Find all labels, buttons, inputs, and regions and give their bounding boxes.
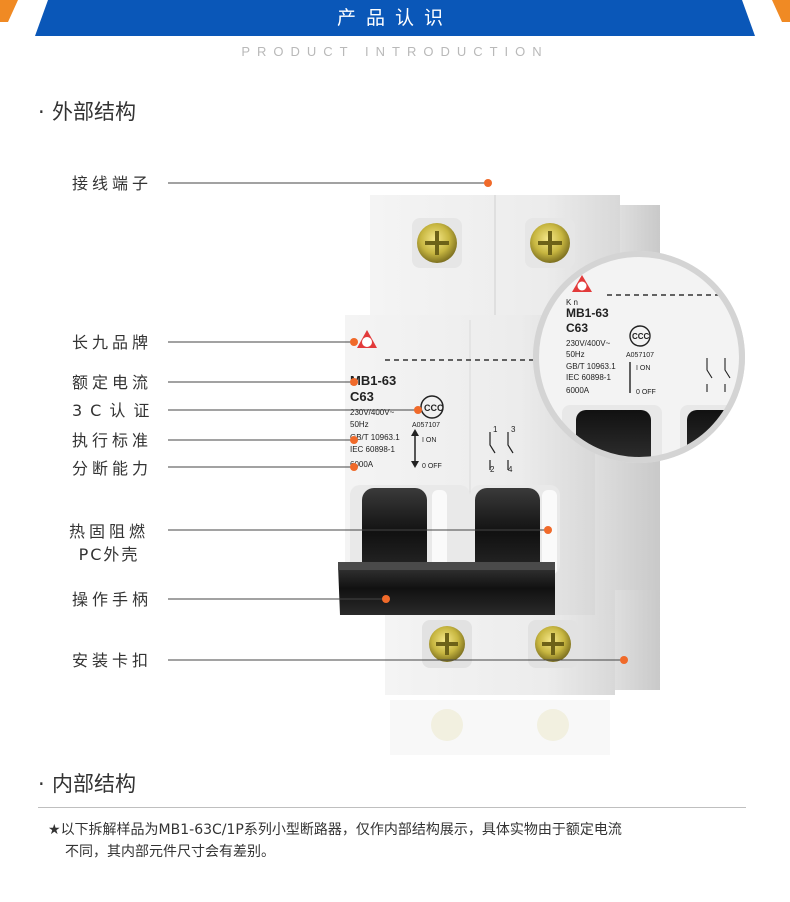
- svg-text:6000A: 6000A: [566, 386, 590, 395]
- svg-text:I ON: I ON: [422, 437, 436, 444]
- star-icon: ★: [48, 822, 61, 838]
- label-clip: 安装卡扣: [72, 651, 153, 670]
- svg-text:GB/T 10963.1: GB/T 10963.1: [350, 433, 400, 442]
- svg-text:4: 4: [508, 465, 513, 474]
- svg-text:IEC 60898-1: IEC 60898-1: [350, 445, 395, 454]
- svg-text:50Hz: 50Hz: [566, 350, 585, 359]
- svg-text:A057107: A057107: [626, 352, 654, 359]
- svg-text:6000A: 6000A: [350, 460, 374, 469]
- circuit-breaker-image: MB1-63 C63 CCC 230V/400V~ 50Hz A057107 G…: [338, 195, 660, 755]
- page-title: 产品认识: [336, 7, 453, 29]
- page-subtitle: PRODUCT INTRODUCTION: [241, 44, 549, 59]
- section-divider: [38, 807, 746, 808]
- svg-text:GB/T 10963.1: GB/T 10963.1: [566, 362, 616, 371]
- svg-text:0 OFF: 0 OFF: [636, 389, 656, 396]
- label-handle: 操作手柄: [72, 590, 153, 609]
- zoom-detail-circle: K n MB1-63 C63 CCC 230V/400V~ 50Hz A0571…: [533, 251, 745, 463]
- svg-text:1: 1: [493, 425, 498, 434]
- svg-text:CCC: CCC: [424, 403, 444, 413]
- svg-text:IEC 60898-1: IEC 60898-1: [566, 373, 611, 382]
- label-cert: 3C认证: [72, 401, 158, 420]
- svg-text:CCC: CCC: [632, 332, 650, 341]
- label-standard: 执行标准: [72, 431, 153, 450]
- svg-text:K n: K n: [566, 298, 578, 307]
- bottom-screw-right: [528, 620, 578, 668]
- top-screw-right: [525, 218, 575, 268]
- section-title-external: ·外部结构: [38, 100, 136, 124]
- disassembly-note: ★以下拆解样品为MB1-63C/1P系列小型断路器，仅作内部结构展示，具体实物由…: [48, 822, 622, 860]
- section-title-internal: ·内部结构: [38, 772, 136, 796]
- label-rated-current: 额定电流: [72, 373, 153, 392]
- header-banner: [0, 0, 790, 36]
- label-shell-1: 热固阻燃: [68, 522, 149, 541]
- svg-text:2: 2: [490, 465, 495, 474]
- top-screw-left: [412, 218, 462, 268]
- label-breaking: 分断能力: [72, 459, 153, 478]
- svg-text:0 OFF: 0 OFF: [422, 463, 442, 470]
- svg-text:230V/400V~: 230V/400V~: [350, 408, 395, 417]
- label-shell-2: PC外壳: [78, 545, 140, 564]
- model-text: MB1-63: [350, 373, 396, 388]
- label-brand: 长九品牌: [72, 333, 153, 352]
- svg-text:C63: C63: [566, 321, 588, 335]
- svg-text:230V/400V~: 230V/400V~: [566, 339, 611, 348]
- rating-text: C63: [350, 389, 374, 404]
- svg-text:MB1-63: MB1-63: [566, 306, 609, 320]
- label-terminal: 接线端子: [72, 174, 153, 193]
- svg-text:I ON: I ON: [636, 365, 650, 372]
- svg-text:A057107: A057107: [412, 422, 440, 429]
- svg-text:50Hz: 50Hz: [350, 420, 369, 429]
- bottom-screw-left: [422, 620, 472, 668]
- svg-text:3: 3: [511, 425, 516, 434]
